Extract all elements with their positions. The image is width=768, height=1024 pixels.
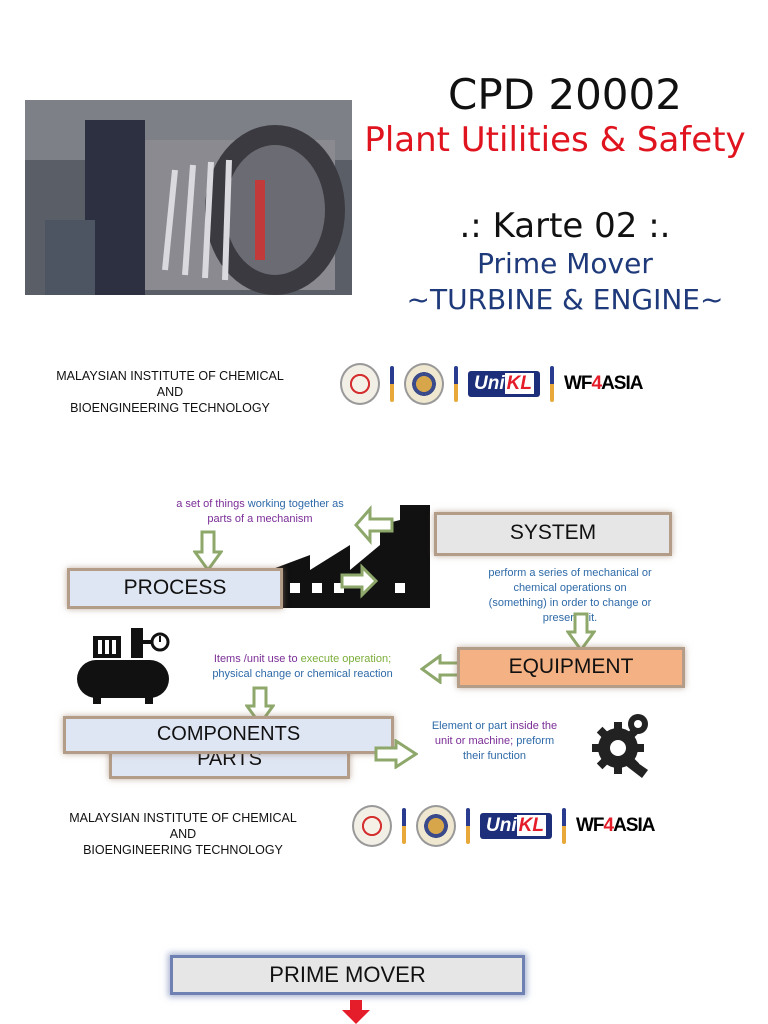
- arrow-right-icon: [374, 739, 418, 769]
- turbine-photo: [25, 100, 352, 295]
- institute-seal-logo: [340, 363, 380, 405]
- university-seal-logo: [404, 363, 444, 405]
- arrow-down-icon: [193, 530, 223, 572]
- logo-separator: [549, 366, 554, 402]
- factory-icon: [270, 505, 430, 608]
- topic-subtitle: ~TURBINE & ENGINE~: [406, 283, 724, 316]
- topic-title: Prime Mover: [477, 247, 653, 280]
- course-code: CPD 20002: [448, 70, 682, 119]
- logo-separator: [454, 366, 458, 402]
- system-definition-note: a set of things working together as part…: [176, 498, 344, 525]
- equipment-definition-note: Items /unit use to execute operation; ph…: [212, 653, 393, 680]
- gear-wrench-icon: [592, 714, 648, 778]
- logo-separator: [561, 808, 566, 844]
- karte-label: .: Karte 02 :.: [459, 206, 671, 246]
- university-seal-logo: [416, 805, 456, 847]
- process-definition-note: perform a series of mechanical or chemic…: [488, 567, 652, 624]
- wf4asia-logo: WF4ASIA: [575, 815, 656, 836]
- logo-separator: [402, 808, 406, 844]
- institute-name-2: MALAYSIAN INSTITUTE OF CHEMICAL AND BIOE…: [69, 811, 297, 857]
- red-arrow-down-icon: [342, 1000, 370, 1024]
- institute-seal-logo: [352, 805, 392, 847]
- arrow-down-icon: [566, 612, 596, 652]
- components-box: COMPONENTS: [66, 719, 391, 751]
- arrow-down-icon: [245, 686, 275, 726]
- arrow-left-icon: [420, 654, 462, 684]
- prime-mover-box: PRIME MOVER: [170, 955, 525, 995]
- wf4asia-logo: WF4ASIA: [563, 373, 644, 394]
- compressor-icon: [77, 628, 170, 704]
- logo-separator: [390, 366, 394, 402]
- course-name: Plant Utilities & Safety: [364, 120, 746, 160]
- system-box: SYSTEM: [437, 515, 669, 553]
- components-definition-note: Element or part inside the unit or machi…: [431, 720, 558, 762]
- logo-separator: [466, 808, 470, 844]
- equipment-box: EQUIPMENT: [460, 650, 682, 685]
- institute-name: MALAYSIAN INSTITUTE OF CHEMICAL AND BIOE…: [56, 369, 284, 415]
- process-box: PROCESS: [70, 571, 280, 606]
